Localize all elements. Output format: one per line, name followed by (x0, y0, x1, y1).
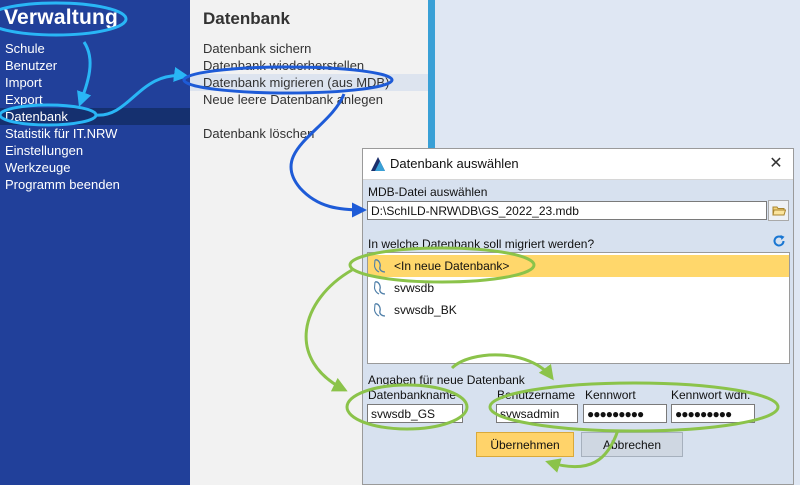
nav-item-werkzeuge[interactable]: Werkzeuge (5, 160, 71, 175)
list-item-label: svwsdb (394, 281, 435, 295)
database-name-label: Datenbankname (368, 388, 457, 402)
list-item[interactable]: svwsdb (368, 277, 789, 299)
password-label: Kennwort (585, 388, 636, 402)
database-icon (373, 303, 386, 317)
dialog-title: Datenbank auswählen (390, 156, 519, 171)
username-label: Benutzername (497, 388, 576, 402)
password-repeat-input[interactable] (671, 404, 755, 423)
target-database-label: In welche Datenbank soll migriert werden… (368, 237, 595, 251)
nav-item-schule[interactable]: Schule (5, 41, 45, 56)
close-icon[interactable]: ✕ (769, 155, 783, 172)
nav-item-statistik[interactable]: Statistik für IT.NRW (5, 126, 118, 141)
browse-file-button[interactable] (768, 200, 789, 221)
sidebar: Verwaltung Schule Benutzer Import Export… (0, 0, 190, 485)
action-restore-database[interactable]: Datenbank wiederherstellen (203, 58, 365, 73)
list-item[interactable]: svwsdb_BK (368, 299, 789, 321)
action-backup-database[interactable]: Datenbank sichern (203, 41, 312, 56)
folder-open-icon (772, 206, 786, 216)
password-input[interactable] (583, 404, 667, 423)
password-repeat-label: Kennwort wdh. (671, 388, 751, 402)
nav-item-datenbank[interactable]: Datenbank (0, 108, 190, 125)
database-icon (373, 281, 386, 295)
nav-item-export[interactable]: Export (5, 92, 43, 107)
action-migrate-database[interactable]: Datenbank migrieren (aus MDB) (190, 74, 428, 91)
database-icon (373, 259, 386, 273)
list-item[interactable]: <In neue Datenbank> (368, 255, 789, 277)
action-delete-database[interactable]: Datenbank löschen (203, 126, 315, 141)
select-database-dialog: Datenbank auswählen ✕ MDB-Datei auswähle… (362, 148, 794, 485)
submenu-actions: Datenbank sichern Datenbank wiederherste… (190, 40, 428, 142)
new-database-group-label: Angaben für neue Datenbank (368, 373, 525, 387)
cancel-button[interactable]: Abbrechen (581, 432, 683, 457)
username-input[interactable] (496, 404, 578, 423)
nav-item-einstellungen[interactable]: Einstellungen (5, 143, 84, 158)
database-name-input[interactable] (367, 404, 463, 423)
app-title: Verwaltung (4, 6, 119, 29)
nav-item-benutzer[interactable]: Benutzer (5, 58, 58, 73)
dialog-titlebar[interactable]: Datenbank auswählen ✕ (363, 149, 793, 180)
target-database-list[interactable]: <In neue Datenbank> svwsdb svwsdb_BK (367, 252, 790, 364)
nav-item-programm-beenden[interactable]: Programm beenden (5, 177, 120, 192)
list-item-label: svwsdb_BK (394, 303, 457, 317)
submenu-title: Datenbank (203, 9, 290, 28)
list-item-label: <In neue Datenbank> (394, 259, 510, 273)
nav-list: Schule Benutzer Import Export Datenbank … (0, 40, 190, 193)
nav-item-import[interactable]: Import (5, 75, 42, 90)
action-new-empty-database[interactable]: Neue leere Datenbank anlegen (203, 92, 383, 107)
mdb-file-label: MDB-Datei auswählen (368, 185, 488, 199)
app-logo-icon (371, 157, 385, 171)
mdb-file-path-input[interactable] (367, 201, 767, 220)
apply-button[interactable]: Übernehmen (476, 432, 574, 457)
refresh-icon[interactable] (771, 233, 787, 249)
